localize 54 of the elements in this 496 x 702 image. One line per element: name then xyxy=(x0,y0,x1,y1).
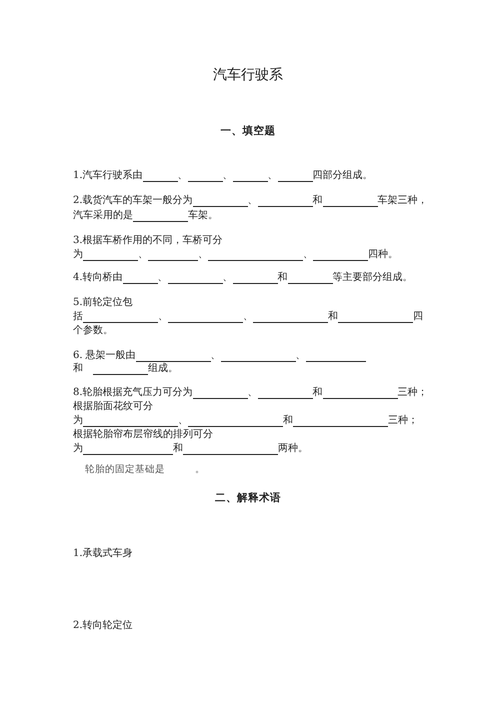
question-text: 两种。 xyxy=(278,442,308,455)
question-text: 2.载货汽车的车架一般分为 xyxy=(73,194,193,207)
question-text: 2.转向轮定位 xyxy=(73,619,133,632)
question-text: 和 xyxy=(312,194,323,207)
question-text: 4.转向桥由 xyxy=(73,271,123,284)
question-text: 等主要部分组成。 xyxy=(332,271,413,284)
question-text: 、 xyxy=(303,248,313,261)
question-text: 为 xyxy=(73,414,83,427)
question-text: 、 xyxy=(248,194,258,207)
section-heading: 一、填空题 xyxy=(220,124,276,138)
question-text: 和 xyxy=(328,310,338,323)
question-text: 、 xyxy=(222,169,233,182)
question-text: 为 xyxy=(73,442,83,455)
question-text: 、 xyxy=(198,248,208,261)
question-text: 5.前轮定位包 xyxy=(73,296,133,309)
page-title: 汽车行驶系 xyxy=(213,67,283,83)
question-text: 、 xyxy=(243,310,253,323)
question-text: 、 xyxy=(248,386,258,399)
question-text: 1.汽车行驶系由 xyxy=(73,169,143,182)
question-text: 、 xyxy=(222,271,233,284)
question-text: 根据轮胎帘布层帘线的排列可分 xyxy=(73,428,213,441)
question-text: 车架三种， xyxy=(378,194,428,207)
question-text: 四 xyxy=(413,310,423,323)
question-text: 和 xyxy=(283,414,293,427)
question-text: 8.轮胎根据充气压力可分为 xyxy=(73,386,193,399)
question-text: 和 xyxy=(73,362,83,375)
question-text: 为 xyxy=(73,248,83,261)
question-text: 三种； xyxy=(398,386,428,399)
question-text: 根据胎面花纹可分 xyxy=(73,400,153,413)
question-text: 和 xyxy=(173,442,183,455)
question-text: 四种。 xyxy=(368,248,398,261)
question-text: 轮胎的固定基础是 xyxy=(85,463,165,476)
question-text: 和 xyxy=(278,271,288,284)
question-text: 、 xyxy=(178,169,188,182)
question-text: 、 xyxy=(268,169,278,182)
question-text: 组成。 xyxy=(148,362,178,375)
question-text: 、 xyxy=(158,310,168,323)
question-text: 四部分组成。 xyxy=(312,169,373,182)
question-text: 、 xyxy=(178,414,188,427)
question-text: 1.承载式车身 xyxy=(73,547,133,560)
section-heading: 二、解释术语 xyxy=(215,491,281,505)
question-text: 、 xyxy=(210,349,221,362)
question-text: 三种； xyxy=(388,414,418,427)
question-text: 、 xyxy=(158,271,168,284)
question-text: 个参数。 xyxy=(73,324,113,337)
question-text: 、 xyxy=(296,349,306,362)
question-text: 汽车采用的是 xyxy=(73,209,133,222)
question-text: 。 xyxy=(195,463,205,476)
question-text: 6. 悬架一般由 xyxy=(73,349,136,362)
question-text: 括 xyxy=(73,310,83,323)
question-text: 3.根据车桥作用的不同，车桥可分 xyxy=(73,234,223,247)
question-text: 车架。 xyxy=(188,209,218,222)
question-text: 、 xyxy=(138,248,148,261)
question-text: 和 xyxy=(312,386,323,399)
